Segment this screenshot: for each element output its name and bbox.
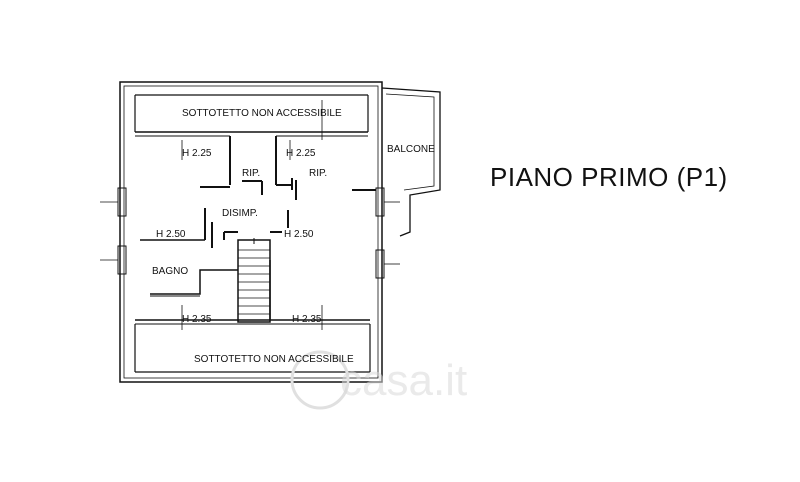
page-title: PIANO PRIMO (P1) — [490, 162, 728, 192]
height-label-bottom-left: H 2.35 — [182, 314, 212, 325]
height-label-mid-right: H 2.50 — [284, 229, 314, 240]
height-label-top-right: H 2.25 — [286, 148, 316, 159]
height-label-bottom-right: H 2.35 — [292, 314, 322, 325]
room-label-attic-top: SOTTOTETTO NON ACCESSIBILE — [182, 108, 342, 119]
room-label-hallway: DISIMP. — [222, 208, 258, 219]
height-label-top-left: H 2.25 — [182, 148, 212, 159]
watermark-logo-icon — [290, 350, 350, 410]
room-label-storage-left: RIP. — [242, 168, 260, 179]
stair — [237, 239, 271, 323]
outer-wall-inner — [123, 85, 379, 379]
room-label-bathroom: BAGNO — [152, 266, 188, 277]
room-label-attic-bottom: SOTTOTETTO NON ACCESSIBILE — [194, 354, 354, 365]
room-label-balcony: BALCONE — [387, 144, 435, 155]
height-label-mid-left: H 2.50 — [156, 229, 186, 240]
watermark-text: casa.it — [340, 356, 467, 405]
outer-wall — [119, 81, 383, 383]
room-label-storage-right: RIP. — [309, 168, 327, 179]
